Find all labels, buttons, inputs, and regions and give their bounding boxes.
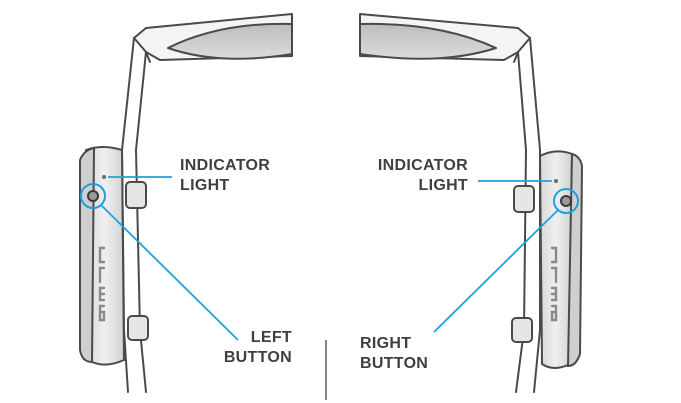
right-button bbox=[553, 188, 579, 214]
right-frame bbox=[359, 13, 541, 393]
left-indicator-label: INDICATOR LIGHT bbox=[180, 156, 270, 196]
right-indicator-light bbox=[554, 179, 558, 183]
left-button-label-line1: LEFT bbox=[250, 329, 292, 346]
jlab-logo bbox=[550, 246, 558, 322]
right-lens bbox=[359, 22, 497, 60]
left-indicator-label-line2: LIGHT bbox=[180, 177, 230, 194]
left-upper-clip bbox=[125, 181, 147, 209]
right-speaker-pod bbox=[538, 150, 584, 369]
left-indicator-light bbox=[102, 175, 106, 179]
right-button-callout bbox=[433, 209, 559, 333]
left-lens bbox=[167, 22, 293, 60]
right-button-label-line2: BUTTON bbox=[360, 355, 429, 372]
left-button bbox=[80, 183, 106, 209]
right-indicator-label-line2: LIGHT bbox=[418, 177, 468, 194]
jlab-logo bbox=[98, 246, 106, 322]
right-button-label-line1: RIGHT bbox=[360, 335, 412, 352]
left-indicator-label-line1: INDICATOR bbox=[180, 157, 271, 174]
left-speaker-pod bbox=[79, 146, 126, 366]
right-upper-clip bbox=[513, 185, 535, 213]
left-lower-clip bbox=[127, 315, 149, 341]
right-lower-clip bbox=[511, 317, 533, 343]
right-button-label: RIGHT BUTTON bbox=[360, 334, 428, 374]
left-button-label: LEFT BUTTON bbox=[200, 328, 292, 368]
left-button-label-line2: BUTTON bbox=[223, 349, 292, 366]
left-button-callout bbox=[100, 204, 239, 341]
right-indicator-label: INDICATOR LIGHT bbox=[360, 156, 468, 196]
right-indicator-label-line1: INDICATOR bbox=[377, 157, 468, 174]
